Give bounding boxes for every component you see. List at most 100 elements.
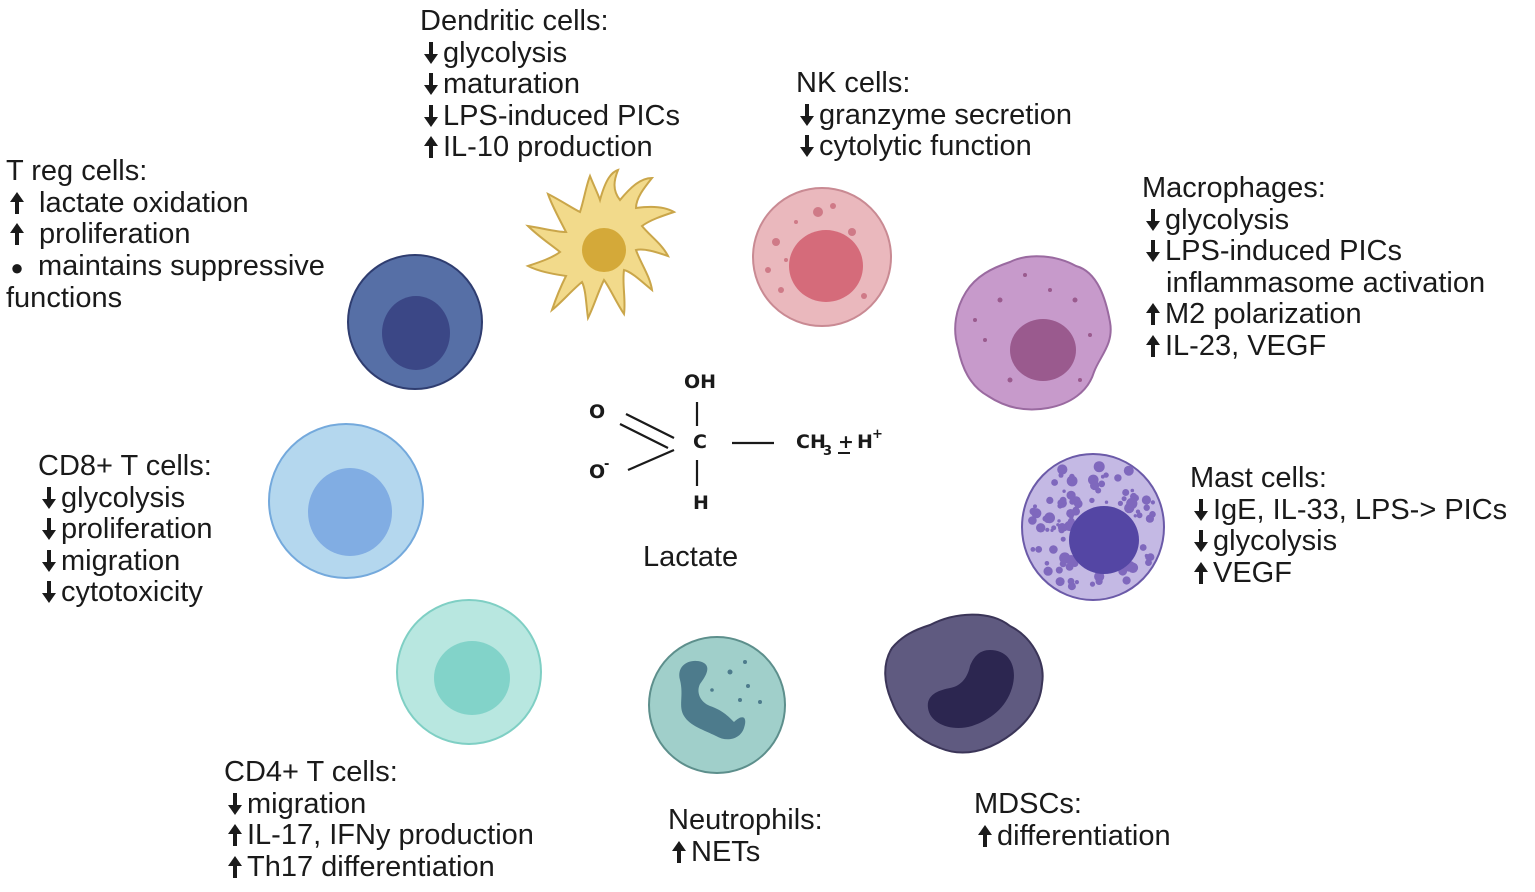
macrophage-continuation: inflammasome activation bbox=[1166, 266, 1486, 299]
effect-text: glycolysis bbox=[443, 36, 568, 69]
down-arrow-icon bbox=[38, 580, 60, 604]
effect-text: proliferation bbox=[39, 218, 191, 250]
up-arrow-icon bbox=[6, 191, 28, 215]
effect-text: LPS-induced PICs bbox=[443, 99, 680, 132]
atom-ch3: CH bbox=[796, 431, 826, 453]
mast-granule bbox=[1145, 559, 1152, 566]
effect-item: VEGF bbox=[1190, 556, 1507, 590]
effect-item: IL-17, IFNy production bbox=[224, 819, 534, 852]
mast-granule bbox=[1122, 576, 1131, 585]
atom-h: H bbox=[693, 492, 709, 514]
mast-granule bbox=[1089, 497, 1095, 504]
mast-granule bbox=[1030, 547, 1036, 552]
down-arrow-icon bbox=[38, 486, 60, 510]
macrophage-title: Macrophages: bbox=[1142, 172, 1326, 204]
down-arrow-icon bbox=[1190, 498, 1212, 522]
effect-text: cytolytic function bbox=[819, 130, 1032, 162]
effect-text: lactate oxidation bbox=[39, 186, 249, 219]
mast-granule bbox=[1055, 577, 1065, 587]
lactate-structure: OH O O - C H CH 3 + H + Lactate bbox=[589, 371, 883, 573]
mast-granule bbox=[1044, 561, 1050, 566]
atom-h-plus: H bbox=[857, 431, 873, 453]
mast-granule bbox=[1133, 514, 1138, 518]
mast-title: Mast cells: bbox=[1190, 462, 1327, 494]
effect-item: cytotoxicity bbox=[38, 576, 213, 609]
effect-text: proliferation bbox=[61, 513, 213, 545]
mast-granule bbox=[1093, 461, 1105, 473]
mast-granule bbox=[1059, 496, 1067, 504]
mast-granule bbox=[1124, 503, 1135, 514]
nk-title: NK cells: bbox=[796, 67, 911, 99]
effect-item: granzyme secretion bbox=[796, 99, 1072, 132]
effect-item: migration bbox=[38, 544, 213, 578]
mast-granule bbox=[1114, 474, 1122, 482]
atom-oh: OH bbox=[684, 371, 716, 393]
mast-granule bbox=[1051, 479, 1058, 486]
mast-granule bbox=[1055, 566, 1063, 574]
macrophage-cell bbox=[954, 255, 1112, 411]
effect-text: migration bbox=[247, 787, 367, 820]
mast-granule bbox=[1074, 580, 1079, 585]
atom-o-double: O bbox=[589, 401, 605, 423]
nk-cell bbox=[752, 187, 892, 327]
effect-text: NETs bbox=[691, 835, 761, 868]
mast-granule bbox=[1145, 514, 1154, 523]
cd4-title: CD4+ T cells: bbox=[224, 756, 398, 788]
effect-text: IgE, IL-33, LPS-> PICs bbox=[1213, 493, 1508, 526]
mast-granule bbox=[1057, 519, 1061, 523]
effect-item: migration bbox=[224, 787, 534, 821]
mast-granule bbox=[1060, 536, 1066, 542]
effect-item: IL-23, VEGF bbox=[1142, 330, 1485, 363]
effect-item: glycolysis bbox=[38, 481, 213, 515]
mast-granule bbox=[1044, 512, 1055, 524]
neutrophil-cell bbox=[648, 636, 786, 774]
mast-granule bbox=[1088, 474, 1099, 486]
mast-granule bbox=[1130, 488, 1135, 493]
atom-o-minus-charge: - bbox=[604, 457, 609, 472]
mast-granule bbox=[1045, 527, 1050, 532]
down-arrow-icon bbox=[1142, 239, 1164, 263]
mast-granule bbox=[1058, 526, 1065, 534]
effect-text: VEGF bbox=[1213, 556, 1292, 589]
dendritic-title: Dendritic cells: bbox=[420, 5, 609, 37]
neutrophil-group: Neutrophils: NETs bbox=[668, 804, 823, 869]
mast-granule bbox=[1036, 523, 1046, 533]
mast-granule bbox=[1139, 544, 1147, 551]
mast-granule bbox=[1033, 504, 1037, 509]
up-arrow-icon bbox=[420, 135, 442, 159]
mast-granule bbox=[1135, 509, 1141, 514]
mast-granule bbox=[1065, 563, 1074, 571]
effect-item: LPS-induced PICs bbox=[420, 99, 680, 133]
cd8-cell bbox=[268, 423, 424, 579]
cd4-cell bbox=[396, 599, 542, 745]
effect-text: glycolysis bbox=[1213, 525, 1338, 557]
effect-text: glycolysis bbox=[61, 481, 186, 514]
up-arrow-icon bbox=[1142, 334, 1164, 358]
mast-granule bbox=[1057, 464, 1068, 475]
mast-granule bbox=[1065, 555, 1077, 566]
mast-granule bbox=[1035, 546, 1043, 553]
effect-text: maintains suppressive bbox=[38, 249, 325, 282]
mast-granule bbox=[1029, 507, 1037, 516]
mast-granule bbox=[1046, 496, 1054, 504]
atom-c: C bbox=[693, 431, 707, 453]
mast-granule bbox=[1067, 517, 1075, 525]
mast-granule bbox=[1089, 581, 1096, 587]
mdsc-group: MDSCs: differentiation bbox=[974, 788, 1171, 852]
down-arrow-icon bbox=[38, 517, 60, 541]
mast-granule bbox=[1103, 472, 1109, 478]
mdsc-title: MDSCs: bbox=[974, 788, 1082, 820]
effect-text: LPS-induced PICs bbox=[1165, 235, 1402, 267]
effect-text: migration bbox=[61, 544, 181, 577]
effect-item: NETs bbox=[668, 835, 823, 869]
effect-item: proliferation bbox=[6, 218, 325, 251]
treg-title: T reg cells: bbox=[6, 155, 148, 187]
up-arrow-icon bbox=[974, 824, 996, 848]
mast-granule bbox=[1066, 475, 1078, 487]
